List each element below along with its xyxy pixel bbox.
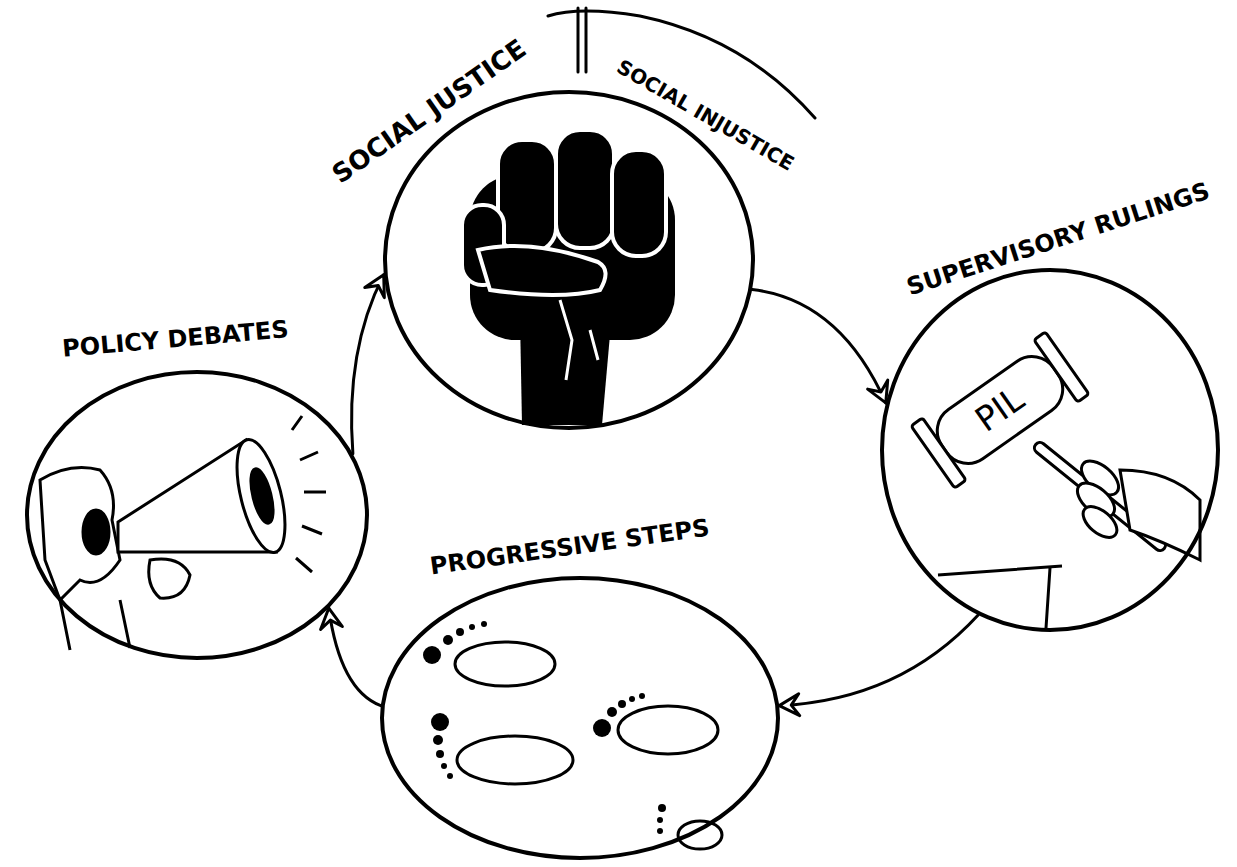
foot — [455, 642, 555, 686]
desk-line — [938, 566, 1062, 628]
crack-line — [560, 300, 598, 380]
arrow-line — [779, 615, 978, 706]
circle-heading: SOCIAL INJUSTICE — [610, 53, 800, 176]
circle-outline — [25, 370, 369, 660]
circle-node: SOCIAL JUSTICESOCIAL INJUSTICE — [383, 90, 755, 430]
finger — [498, 140, 556, 252]
circle-heading: PROGRESSIVE STEPS — [426, 514, 715, 581]
circle-shape — [882, 270, 1218, 630]
cycle-arrow — [779, 615, 978, 716]
cycle-arrow — [321, 608, 381, 705]
gavel-label: PIL — [966, 378, 1034, 442]
circle-shape — [385, 92, 753, 428]
circle-shape — [27, 372, 367, 658]
toe-dots — [423, 621, 666, 834]
foot — [457, 736, 573, 784]
circle-node: PROGRESSIVE STEPS — [380, 576, 780, 860]
head — [40, 468, 120, 600]
mouth — [83, 510, 109, 554]
circle-heading: SOCIAL JUSTICE — [325, 32, 535, 191]
finger — [612, 150, 666, 256]
arrow-head — [365, 275, 385, 298]
thumb — [478, 246, 606, 295]
circle-shape — [382, 578, 778, 858]
cycle-arrow — [352, 275, 385, 454]
megaphone-man — [40, 416, 326, 650]
foot — [618, 706, 718, 754]
megaphone-hole — [246, 467, 277, 526]
circle-heading: SUPERVISORY RULINGS — [900, 177, 1215, 303]
gavel-icon — [911, 332, 1200, 628]
gavel-cap — [911, 418, 966, 488]
hand — [1071, 455, 1200, 560]
megaphone-bell — [228, 435, 295, 557]
circle-node: SUPERVISORY RULINGSPIL — [880, 268, 1220, 632]
circle-outline — [880, 268, 1220, 632]
sound-lines — [292, 416, 326, 572]
fist-icon — [462, 130, 675, 425]
divider-line — [578, 8, 586, 72]
arrow-line — [352, 275, 384, 454]
gavel-cap — [1034, 332, 1089, 402]
circle-outline — [380, 576, 780, 860]
arrow-head — [779, 694, 799, 716]
circle-outline — [383, 90, 755, 430]
circle-node: POLICY DEBATES — [25, 370, 369, 660]
hand — [149, 559, 190, 598]
cycle-arrow — [752, 290, 888, 403]
arrow-line — [752, 290, 886, 403]
finger — [556, 130, 614, 248]
circle-heading: POLICY DEBATES — [58, 316, 292, 364]
arrow-head — [868, 380, 888, 403]
footprints — [455, 642, 722, 849]
